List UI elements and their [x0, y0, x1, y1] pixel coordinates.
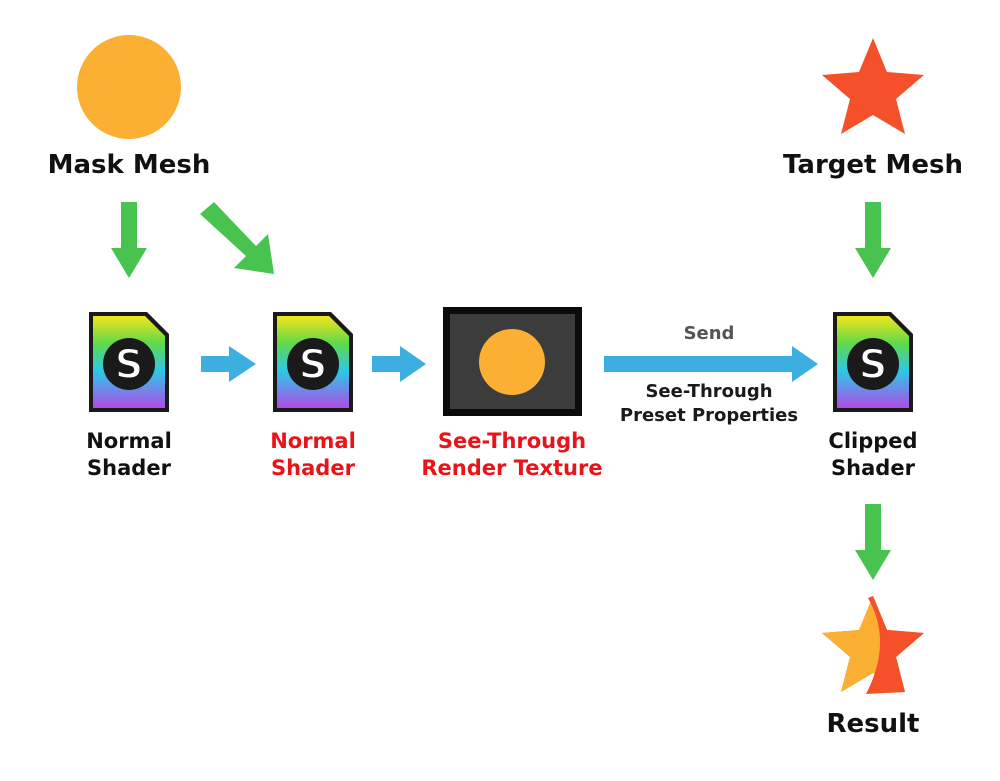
red-star-icon	[822, 38, 924, 134]
target-mesh-label: Target Mesh	[783, 150, 963, 180]
blue-arrow-right-icon	[201, 346, 256, 382]
svg-text:S: S	[115, 342, 144, 388]
green-arrow-down-icon	[855, 202, 891, 278]
render-texture-label: See-Through Render Texture	[402, 428, 622, 482]
clipped-shader-label: Clipped Shader	[793, 428, 953, 482]
result-label: Result	[826, 709, 920, 739]
preset-properties-line2: Preset Properties	[619, 405, 799, 426]
shader-s-icon: S	[89, 312, 169, 412]
shader-s-icon: S	[833, 312, 913, 412]
clipped-shader-line1: Clipped	[828, 429, 918, 453]
normal-shader-line2: Shader	[87, 456, 171, 480]
normal-shader-highlight-line2: Shader	[271, 456, 355, 480]
clipped-shader-line2: Shader	[831, 456, 915, 480]
green-arrow-down-icon	[111, 202, 147, 278]
normal-shader-highlight-line1: Normal	[270, 429, 356, 453]
blue-arrow-right-icon	[372, 346, 426, 382]
green-arrow-diagonal-icon	[200, 202, 274, 274]
normal-shader-highlight-label: Normal Shader	[233, 428, 393, 482]
blue-send-arrow-icon	[604, 346, 818, 382]
svg-text:S: S	[299, 342, 328, 388]
preset-properties-label: See-Through Preset Properties	[604, 380, 814, 428]
svg-text:S: S	[859, 342, 888, 388]
mask-mesh-label: Mask Mesh	[47, 150, 211, 180]
render-texture-line1: See-Through	[437, 429, 587, 453]
normal-shader-label: Normal Shader	[49, 428, 209, 482]
green-arrow-down-icon	[855, 504, 891, 580]
render-texture-icon	[443, 307, 582, 416]
orange-circle-icon	[77, 35, 181, 139]
preset-properties-line1: See-Through	[645, 381, 773, 402]
shader-s-icon: S	[273, 312, 353, 412]
render-texture-line2: Render Texture	[421, 456, 603, 480]
normal-shader-line1: Normal	[86, 429, 172, 453]
clipped-star-icon	[822, 596, 924, 694]
send-label: Send	[683, 323, 735, 344]
